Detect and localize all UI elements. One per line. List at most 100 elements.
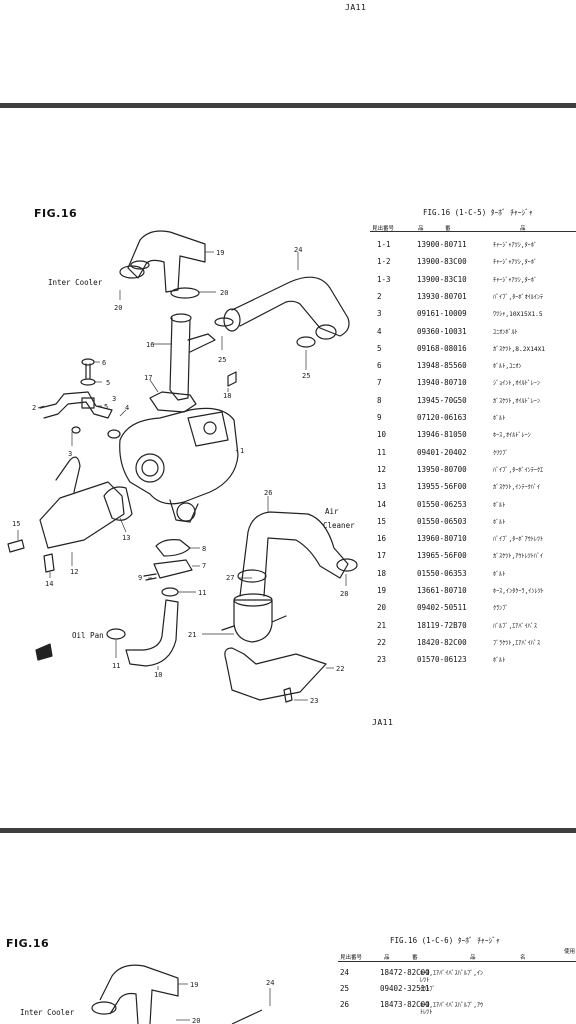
row-part-name: ｼﾞｮｲﾝﾄ,ｵｲﾙﾄﾞﾚｰﾝ bbox=[493, 380, 541, 388]
top-page-code: JA11 bbox=[345, 3, 367, 12]
row-part-name: ｸﾘﾂﾌﾟ bbox=[493, 449, 509, 457]
intake-pipe-12-branch bbox=[55, 456, 81, 493]
row-part-name: ﾎﾞﾙﾄ bbox=[493, 415, 506, 422]
clamp-25-right bbox=[296, 336, 316, 348]
callout-13: 13 bbox=[122, 534, 130, 542]
callout-28: 28 bbox=[340, 590, 348, 598]
turbocharger-1 bbox=[119, 407, 239, 505]
row-part-name: ﾎﾞﾙﾄ bbox=[493, 570, 506, 578]
row-part-number: 18473-82C00 bbox=[380, 1000, 430, 1009]
row-part-number: 09402-50511 bbox=[417, 603, 467, 613]
row-part-number: 13900-80711 bbox=[417, 240, 467, 249]
hose-24-outlet bbox=[315, 324, 337, 340]
valve-21-pipes bbox=[221, 615, 287, 631]
callout-24: 24 bbox=[294, 246, 302, 254]
row-part-name: ﾌﾞﾗｹﾂﾄ,ｴｱﾊﾞｲﾊﾟｽ bbox=[493, 639, 541, 647]
row-part-name: ｶﾞｽｹﾂﾄ,ｲﾝﾃｰｸﾊﾟｲ bbox=[493, 484, 541, 492]
callout-25-right: 25 bbox=[302, 372, 310, 380]
label-oil-pan: Oil Pan bbox=[72, 631, 104, 640]
table-title-2: FIG.16 (1-C-6) ﾀｰﾎﾞ ﾁｬｰｼﾞｬ bbox=[390, 936, 500, 945]
row-ref-no: 17 bbox=[377, 551, 387, 561]
row-ref-no: 1-3 bbox=[377, 274, 391, 284]
bolt-15 bbox=[7, 539, 25, 553]
callout-20-left: 20 bbox=[114, 304, 122, 312]
row-ref-no: 24 bbox=[340, 968, 350, 977]
row-part-name: ﾊﾟｲﾌﾟ,ﾀｰﾎﾞｲﾝﾃｰｸｴ bbox=[493, 466, 544, 474]
row-part-name: ﾎﾞﾙﾄ bbox=[493, 657, 506, 665]
gasket-13 bbox=[103, 486, 133, 521]
callout-16: 16 bbox=[146, 341, 154, 349]
label-inter-cooler-2: Inter Cooler bbox=[20, 1008, 75, 1017]
row-ref-no: 13 bbox=[377, 482, 387, 492]
row-ref-no: 14 bbox=[377, 499, 387, 509]
callout-19: 19 bbox=[216, 249, 224, 257]
callout-23: 23 bbox=[310, 697, 318, 705]
turbo-inlet-inner bbox=[141, 459, 159, 477]
row-ref-no: 6 bbox=[377, 361, 382, 371]
row-ref-no: 21 bbox=[377, 620, 387, 630]
row-part-name: ﾎﾞﾙﾄ bbox=[493, 501, 506, 509]
row-part-name: ﾁｬｰｼﾞｬｱﾂｼ,ﾀｰﾎﾞ bbox=[493, 276, 537, 284]
row-part-number: 09401-20402 bbox=[417, 447, 467, 457]
washer-3-b bbox=[107, 429, 121, 439]
row-part-number: 13661-80710 bbox=[417, 586, 467, 595]
bolt-6-shank bbox=[85, 363, 91, 379]
row-part-name: ｶﾞｽｹﾂﾄ,ｵｲﾙﾄﾞﾚｰﾝ bbox=[493, 397, 541, 405]
row-part-name-cont: ﾄﾚﾂﾄ bbox=[420, 1009, 433, 1016]
row-part-number: 13946-81050 bbox=[417, 430, 467, 440]
clamp-20-right bbox=[170, 287, 200, 299]
pipe-16 bbox=[169, 317, 191, 401]
row-part-name: ﾊﾟｲﾌﾟ,ﾀｰﾎﾞｱｳﾄﾚﾂﾄ bbox=[493, 536, 544, 544]
bolt-23 bbox=[283, 687, 293, 703]
callout-20-right: 20 bbox=[220, 289, 228, 297]
page-footer-code: JA11 bbox=[372, 718, 394, 727]
hose-19-p2-end bbox=[91, 1001, 117, 1015]
row-ref-no: 8 bbox=[377, 395, 382, 405]
callout-7: 7 bbox=[202, 562, 206, 570]
row-part-number: 18472-82C00 bbox=[380, 968, 430, 977]
hose-24-end bbox=[223, 308, 241, 332]
oil-pipe-2 bbox=[39, 391, 113, 419]
hose-19 bbox=[127, 230, 206, 293]
row-ref-no: 1-2 bbox=[377, 257, 391, 267]
label-inter-cooler: Inter Cooler bbox=[48, 278, 103, 287]
row-part-name: ｸﾗﾝﾌﾟ bbox=[493, 605, 509, 613]
callout-3: 3 bbox=[68, 450, 72, 458]
callout-17: 17 bbox=[144, 374, 152, 382]
row-part-number: 09360-10031 bbox=[417, 326, 467, 336]
callout-12: 12 bbox=[70, 568, 78, 576]
row-part-name: ｶﾞｽｹﾂﾄ,8.2X14X1 bbox=[493, 345, 546, 353]
callout-3-b: 3 bbox=[112, 395, 116, 403]
table-header-part-2: 番 bbox=[445, 226, 451, 232]
row-ref-no: 19 bbox=[377, 586, 387, 595]
bolt-14 bbox=[43, 553, 55, 573]
row-ref-no: 5 bbox=[377, 343, 382, 353]
table2-header-part-1: 品 bbox=[384, 955, 390, 961]
pipe-16-top bbox=[170, 313, 192, 323]
row-part-name-cont: ﾚﾂﾄ bbox=[420, 977, 430, 984]
label-cleaner: Cleaner bbox=[323, 521, 355, 530]
row-part-name: ﾎｰｽ,ｲﾝﾀｸｰﾗ,ｲﾝﾚﾂﾄ bbox=[493, 588, 544, 595]
hose-26 bbox=[239, 511, 349, 597]
row-ref-no: 20 bbox=[377, 603, 387, 613]
table2-header-no: 見出番号 bbox=[340, 955, 363, 961]
row-part-name: ﾜﾂｼｬ,10X15X1.5 bbox=[493, 311, 543, 319]
row-part-name: ﾎｰｽ,ｴｱﾊﾞｲﾊﾟｽﾊﾞﾙﾌﾞ,ｲﾝ bbox=[420, 970, 484, 977]
table2-header-rule bbox=[338, 961, 576, 962]
intake-pipe-12 bbox=[39, 481, 125, 549]
row-part-name: ﾎｰｽ,ｵｲﾙﾄﾞﾚｰﾝ bbox=[493, 432, 531, 440]
table-title: FIG.16 (1-C-5) ﾀｰﾎﾞ ﾁｬｰｼﾞｬ bbox=[423, 208, 533, 217]
row-part-name: ﾎﾞﾙﾄ bbox=[493, 518, 506, 526]
table-header-name: 品 bbox=[520, 226, 526, 232]
row-part-number: 18420-82C00 bbox=[417, 637, 467, 647]
table2-header-name-1: 品 bbox=[470, 955, 476, 961]
row-part-name: ﾊﾞﾙﾌﾞ,ｴｱﾊﾞｲﾊﾟｽ bbox=[493, 622, 537, 630]
callout-11: 11 bbox=[198, 589, 206, 597]
row-part-number: 13955-56F00 bbox=[417, 482, 467, 492]
row-part-number: 13930-80701 bbox=[417, 291, 467, 301]
clip-11-lower bbox=[106, 628, 126, 640]
